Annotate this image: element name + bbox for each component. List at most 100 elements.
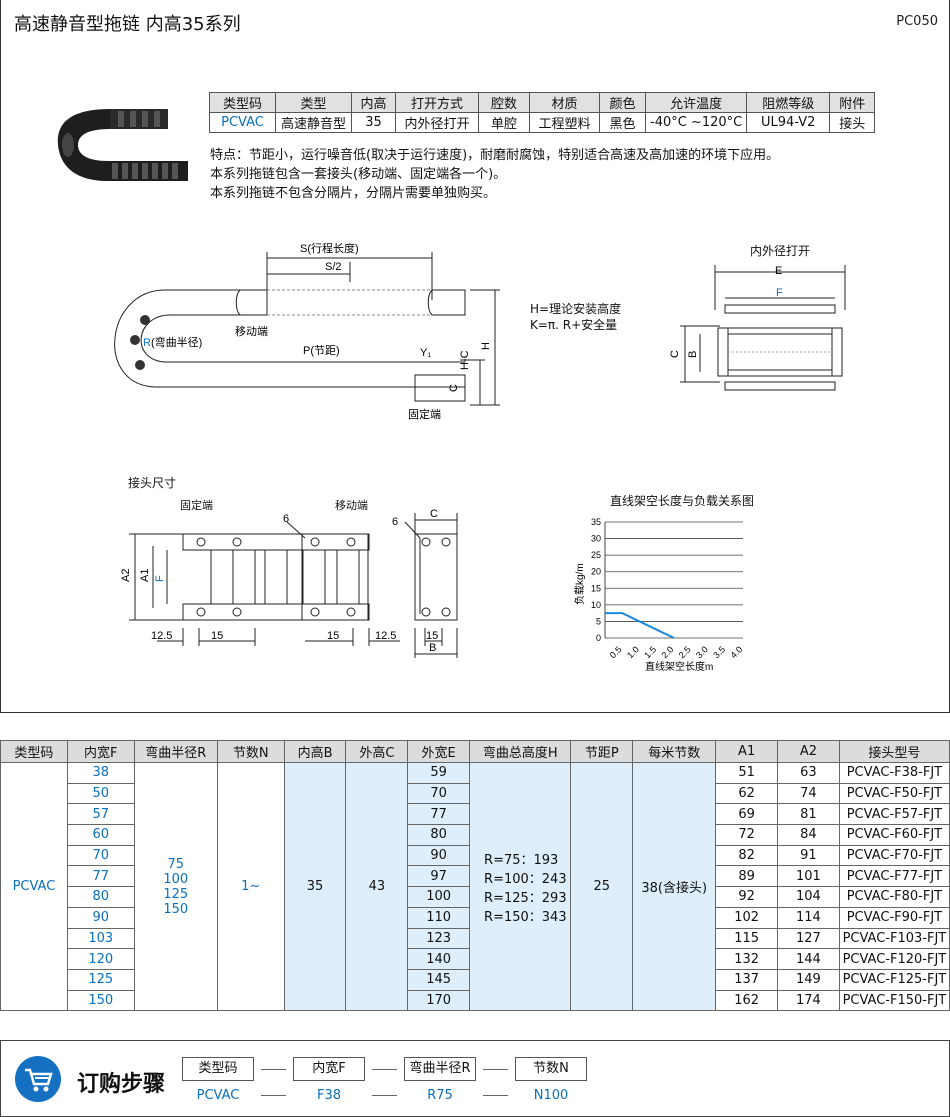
six-label: 6: [283, 513, 289, 525]
a1-cell: 62: [715, 782, 779, 805]
joint-model-cell: PCVAC-F125-FJT: [838, 968, 950, 991]
b-label: B: [687, 351, 699, 358]
inner-width-cell: 50: [66, 782, 135, 805]
order-steps: 订购步骤 类型码 内宽F 弯曲半径R 节数N PCVAC F38 R75 N10…: [0, 1040, 950, 1117]
order-value: R75: [427, 1088, 453, 1103]
joint-diagram: 6 A2 A1 F 12.5 15 15 12.5 6 C B 15: [120, 508, 458, 658]
chart-xtick: 2.0: [659, 644, 675, 660]
open-title: 内外径打开: [750, 244, 811, 258]
spec-value: 单腔: [478, 112, 530, 133]
outer-width-cell: 77: [407, 803, 471, 826]
a2-cell: 144: [777, 948, 840, 970]
outer-width-cell: 170: [407, 989, 471, 1012]
r-label: R: [143, 337, 151, 349]
feature-line: 本系列拖链包含一套接头(移动端、固定端各一个)。: [210, 167, 507, 182]
r-note: (弯曲半径): [151, 335, 202, 349]
spec-value: -40°C ~120°C: [644, 112, 748, 133]
a1-label: A1: [139, 569, 151, 582]
table-header: 节数N: [216, 740, 285, 763]
a2-cell: 91: [777, 844, 840, 867]
chart-ytick: 15: [591, 583, 601, 593]
load-line: [605, 612, 675, 639]
chain-side-diagram: S(行程长度) S/2 移动端 固定端 R (弯曲半径) P(节距) Y₁ H-…: [114, 241, 500, 421]
joint-fixed-label: 固定端: [180, 499, 213, 512]
a2-cell: 81: [777, 803, 840, 826]
hc-label: H-C: [459, 350, 471, 370]
s2-label: S/2: [325, 261, 342, 273]
spec-value: PCVAC: [209, 112, 276, 133]
order-value: PCVAC: [196, 1088, 240, 1103]
c-open-label: C: [669, 350, 681, 358]
spec-value: UL94-V2: [746, 112, 831, 133]
a1-cell: 137: [715, 968, 779, 991]
outer-width-cell: 110: [407, 906, 471, 929]
a2-cell: 101: [777, 865, 840, 888]
bend-height-value: R=125：293: [484, 890, 567, 906]
fixed-end-label: 固定端: [408, 407, 441, 421]
inner-width-cell: 77: [66, 865, 135, 888]
outer-width-cell: 123: [407, 927, 471, 950]
table-header: 类型码: [0, 740, 68, 763]
move-end-label: 移动端: [235, 325, 268, 338]
chart-ylabel: 负载kg/m: [573, 563, 586, 605]
outer-width-cell: 145: [407, 968, 471, 991]
radius-value: 150: [163, 901, 189, 917]
inner-width-cell: 125: [66, 968, 135, 991]
table-header: A2: [777, 740, 840, 763]
joint-model-cell: PCVAC-F80-FJT: [838, 886, 950, 908]
a1-cell: 82: [715, 844, 779, 867]
order-title: 订购步骤: [77, 1072, 166, 1097]
a2-cell: 114: [777, 906, 840, 929]
joint-model-cell: PCVAC-F60-FJT: [838, 824, 950, 846]
spec-table: 类型码 类型 内高 打开方式 腔数 材质 颜色 允许温度 阻燃等级 附件 PCV…: [209, 92, 876, 133]
chart-ytick: 5: [596, 616, 601, 626]
chart-ytick: 35: [591, 517, 601, 527]
outer-height-cell: 43: [345, 761, 409, 1012]
chart-xtick: 1.5: [642, 644, 658, 660]
spec-header: 材质: [529, 92, 600, 113]
table-header: 内宽F: [66, 740, 135, 763]
joint-title: 接头尺寸: [128, 476, 177, 490]
c-joint-label: C: [430, 508, 438, 520]
page-title: 高速静音型拖链 内高35系列: [14, 14, 241, 35]
formula-k: K=π. R+安全量: [530, 318, 618, 332]
s-label: S(行程长度): [300, 241, 359, 255]
formula-h: H=理论安装高度: [530, 302, 622, 316]
p-label: P(节距): [303, 344, 340, 357]
chart-ytick: 0: [596, 633, 601, 643]
links-per-meter-cell: 38(含接头): [632, 761, 717, 1012]
table-header: 节距P: [570, 740, 634, 763]
a2-cell: 149: [777, 968, 840, 991]
order-label: 节数N: [515, 1057, 587, 1081]
order-value: N100: [533, 1088, 569, 1103]
product-code: PC050: [896, 14, 938, 29]
table-header: A1: [715, 740, 779, 763]
chart-title: 直线架空长度与负载关系图: [610, 494, 755, 508]
joint-model-cell: PCVAC-F103-FJT: [838, 927, 950, 950]
joint-move-label: 移动端: [335, 499, 368, 512]
chart-ytick: 25: [591, 550, 601, 560]
inner-width-cell: 38: [66, 762, 135, 784]
spec-value: 高速静音型: [275, 112, 352, 133]
a1-cell: 102: [715, 906, 779, 929]
a2-cell: 104: [777, 886, 840, 908]
inner-width-cell: 80: [66, 886, 135, 908]
dim-12-5b: 12.5: [375, 630, 396, 642]
bend-height-value: R=100：243: [484, 871, 567, 887]
dim-15: 15: [211, 630, 223, 642]
joint-model-cell: PCVAC-F38-FJT: [838, 762, 950, 784]
table-header: 弯曲总高度H: [469, 740, 572, 763]
spec-header: 阻燃等级: [746, 92, 831, 113]
cart-icon: [15, 1056, 61, 1102]
outer-width-cell: 97: [407, 865, 471, 888]
dim-12-5: 12.5: [151, 630, 172, 642]
feature-line: 本系列拖链不包含分隔片，分隔片需要单独购买。: [210, 186, 497, 201]
h-label: H: [480, 342, 492, 350]
chart-xtick: 4.0: [728, 644, 744, 660]
outer-width-cell: 59: [407, 762, 471, 784]
table-header: 外高C: [345, 740, 409, 763]
